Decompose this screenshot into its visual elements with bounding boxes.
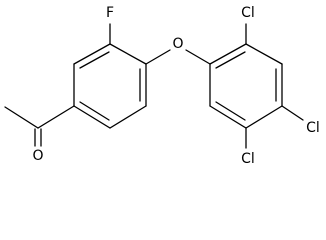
bond (209, 43, 247, 65)
bond (73, 43, 111, 65)
bond-methyl (4, 106, 39, 129)
bond-ring-carbonyl (37, 105, 75, 129)
bond (73, 105, 111, 129)
ether-oxygen-label: O (172, 36, 183, 52)
bond-oxygen-ring (185, 49, 211, 65)
molecule-svg: F O O Cl Cl Cl (4, 5, 320, 167)
bond-c-cl-right (281, 105, 304, 121)
ring-left (73, 43, 147, 129)
bond (245, 105, 283, 129)
double-bond-inner (215, 51, 246, 69)
carbonyl-oxygen-label: O (32, 148, 43, 164)
bond-ring-oxygen (145, 49, 171, 65)
fluorine-label: F (106, 5, 114, 21)
bond (245, 43, 283, 65)
chlorine-bottom-label: Cl (241, 151, 255, 167)
structure-diagram: F O O Cl Cl Cl (4, 5, 320, 167)
bond (209, 105, 247, 129)
bond (109, 105, 147, 129)
double-bond-inner (79, 101, 110, 121)
ring-right (209, 43, 283, 129)
double-bond-inner (215, 101, 246, 121)
chlorine-top-label: Cl (241, 5, 255, 21)
bond (109, 43, 147, 65)
chlorine-right-label: Cl (306, 120, 320, 136)
double-bond-inner (79, 51, 110, 69)
